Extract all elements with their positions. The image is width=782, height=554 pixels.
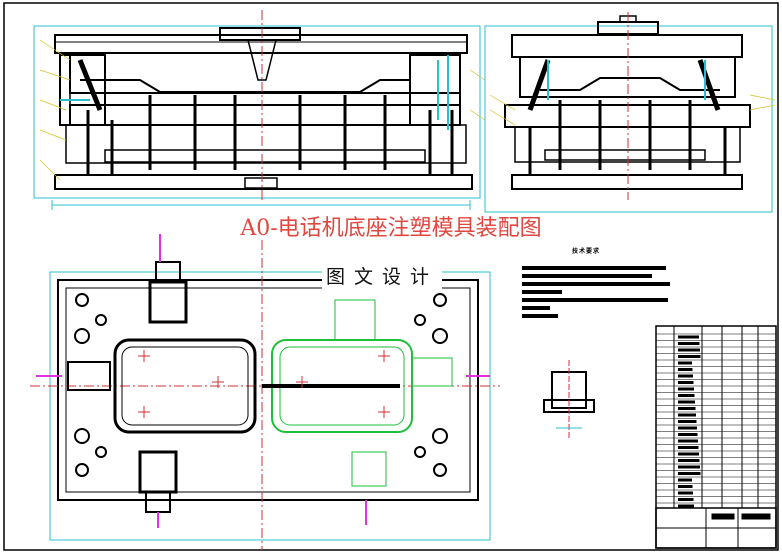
parts-list-cell-mark: [678, 361, 692, 365]
parts-list-cell-mark: [678, 413, 696, 417]
parts-list-cell-mark: [678, 459, 700, 462]
parts-list-cell-mark: [678, 374, 693, 378]
parts-list-cell-mark: [678, 491, 693, 495]
parts-list-cell-mark: [678, 420, 697, 423]
parts-list-cell-mark: [678, 433, 698, 436]
drawing-border: [3, 2, 779, 551]
tech-requirements-lines: [522, 266, 670, 318]
parts-list-cell-mark: [678, 400, 695, 404]
parts-list-cell-mark: [678, 381, 694, 384]
front-section-view: [33, 10, 486, 210]
parts-list-cell-mark: [678, 355, 701, 358]
parts-list-cell-mark: [678, 498, 694, 501]
parts-list-cell-mark: [678, 465, 700, 469]
parts-list-cell-mark: [678, 478, 692, 482]
parts-list-cell-mark: [678, 342, 700, 345]
parts-list-cell-mark: [678, 472, 701, 475]
tech-requirements-heading: 技术要求: [572, 248, 601, 255]
parts-list-cell-mark: [678, 426, 697, 430]
parts-list-cell-mark: [678, 387, 694, 391]
parts-list-cell-mark: [678, 335, 699, 339]
parts-list-cell-mark: [678, 368, 693, 371]
part-sketch: [543, 360, 595, 440]
parts-list-cell-mark: [678, 485, 693, 488]
parts-list-cell-mark: [678, 452, 699, 456]
side-section-view: [484, 12, 776, 213]
parts-list-cell-mark: [678, 394, 695, 397]
watermark-text: 图文设计: [322, 262, 443, 289]
parts-list-cell-mark: [678, 407, 696, 410]
parts-list-cell-mark: [678, 439, 698, 443]
plan-view: [30, 234, 500, 550]
parts-list-cell-mark: [678, 348, 700, 352]
parts-list-cell-mark: [678, 446, 699, 449]
parts-list-cell-mark: [678, 504, 694, 508]
parts-list-table: [655, 325, 777, 549]
drawing-title: A0-电话机底座注塑模具装配图: [240, 216, 542, 241]
